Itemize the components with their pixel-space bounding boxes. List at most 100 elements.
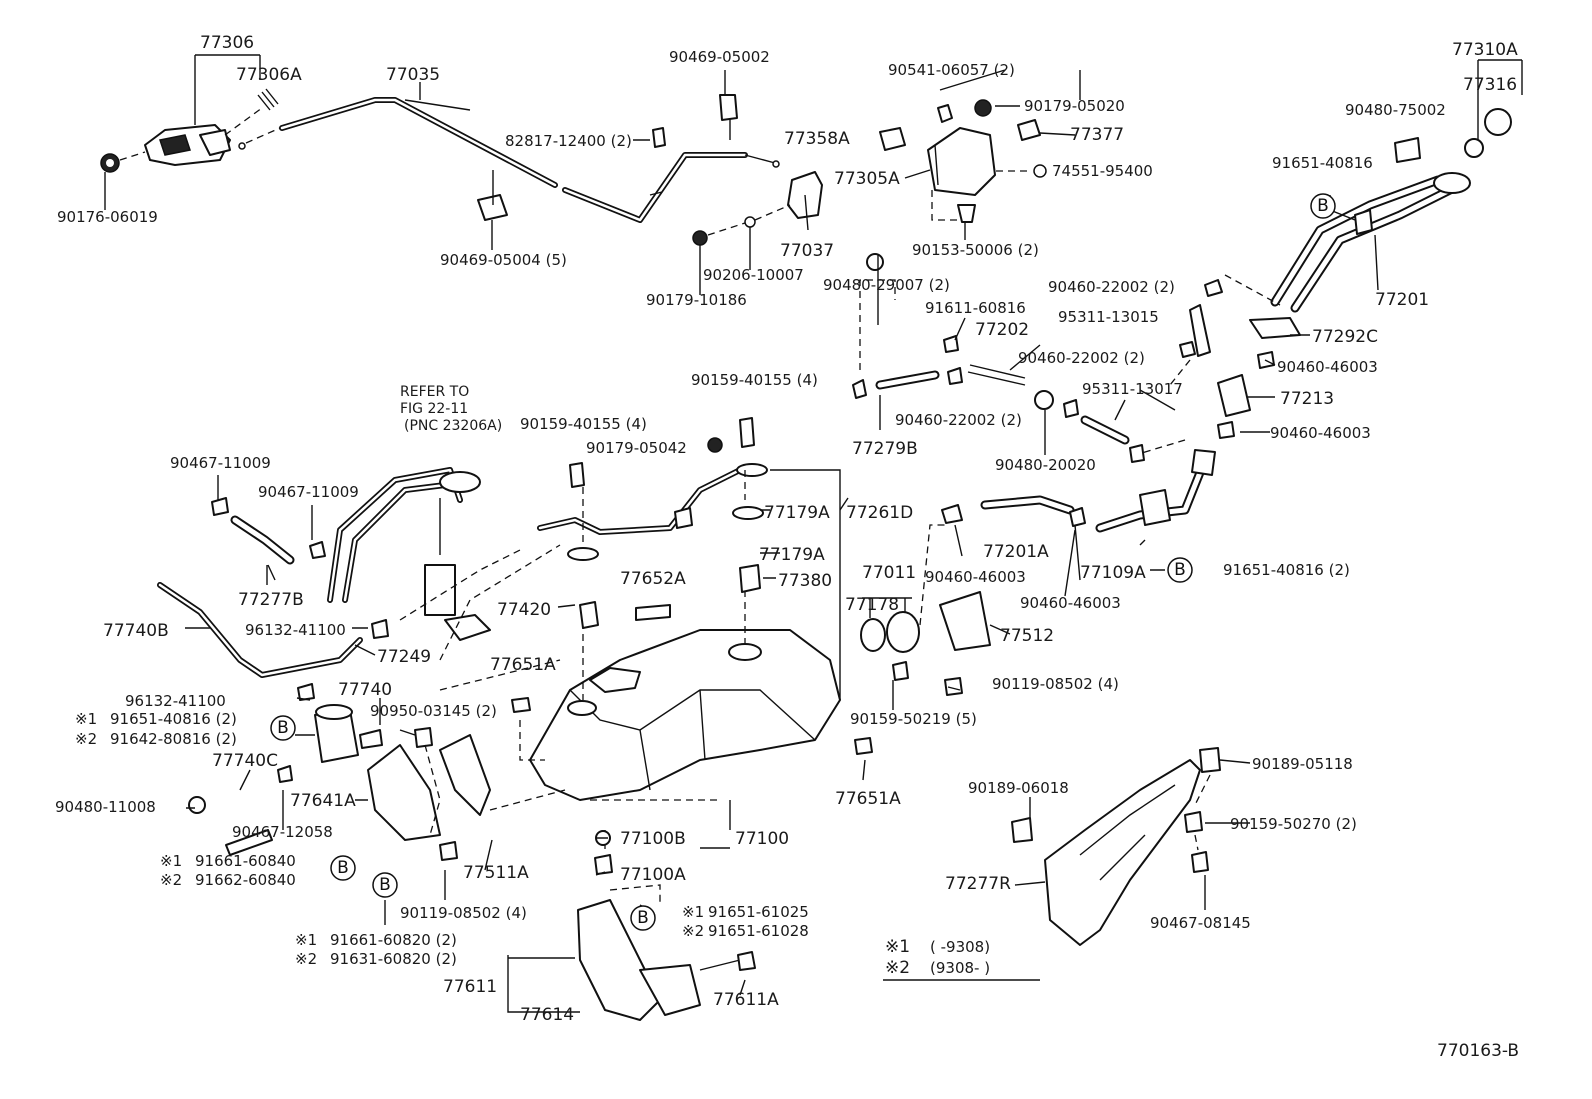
svg-text:B: B [277,718,289,738]
label-90480-11008: 90480-11008 [55,798,156,816]
mark-2-stay: ※2 [682,922,704,940]
label-77179A-b: 77179A [759,545,825,565]
label-91661-60840: 91661-60840 [195,852,296,870]
label-96132-41100-a: 96132-41100 [245,621,346,639]
label-77641A: 77641A [290,791,356,811]
label-77249: 77249 [377,647,431,667]
mark-1-bottom: ※1 [295,931,317,949]
svg-text:B: B [337,858,349,878]
leader-lines [104,69,1379,1013]
svg-text:B: B [379,875,391,895]
label-77740C: 77740C [212,751,278,771]
legend-mark-2: ※2 [885,958,910,978]
label-90179-05020: 90179-05020 [1024,97,1125,115]
label-77201: 77201 [1375,290,1429,310]
label-90159-40155-b: 90159-40155 (4) [520,415,647,433]
label-77740: 77740 [338,680,392,700]
label-90460-22002-a: 90460-22002 (2) [1048,278,1175,296]
charcoal-canister [188,683,383,856]
label-77201A: 77201A [983,542,1049,562]
label-77109A: 77109A [1080,563,1146,583]
label-90541-06057: 90541-06057 (2) [888,61,1015,79]
label-91651-40816: 91651-40816 [1272,154,1373,172]
label-90176-06019: 90176-06019 [57,208,158,226]
label-90467-08145: 90467-08145 [1150,914,1251,932]
filler-connection-parts [860,524,991,696]
label-90159-50219: 90159-50219 (5) [850,710,977,728]
label-90460-46003-d: 90460-46003 [1020,594,1121,612]
label-77614: 77614 [520,1005,574,1025]
label-77035: 77035 [386,65,440,85]
label-90467-12058: 90467-12058 [232,823,333,841]
label-90179-10186: 90179-10186 [646,291,747,309]
label-77100A: 77100A [620,865,686,885]
label-77611A: 77611A [713,990,779,1010]
label-77306A: 77306A [236,65,302,85]
label-77213: 77213 [1280,389,1334,409]
fuel-lid-cable [279,70,823,295]
label-90179-05042: 90179-05042 [586,439,687,457]
filler-neck-assembly [1134,59,1523,456]
label-91642-80816: 91642-80816 (2) [110,730,237,748]
mark-1-shield: ※1 [160,852,182,870]
label-90469-05002: 90469-05002 [669,48,770,66]
label-90189-06018: 90189-06018 [968,779,1069,797]
mark-2-shield: ※2 [160,871,182,889]
label-77277R: 77277R [945,874,1011,894]
label-90153-50006: 90153-50006 (2) [912,241,1039,259]
label-90460-22002-c: 90460-22002 (2) [895,411,1022,429]
label-77011: 77011 [862,563,916,583]
label-77100B: 77100B [620,829,686,849]
date-legend: ※1 ( -9308) ※2 (9308- ) [885,937,990,978]
label-90467-11009-b: 90467-11009 [258,483,359,501]
label-77316: 77316 [1463,75,1517,95]
part-labels: 77306 77306A 77035 90176-06019 90469-050… [55,33,1518,1025]
fender-liner [1011,747,1221,946]
protector-plates [367,727,756,1021]
label-77179A-a: 77179A [764,503,830,523]
mark-1-canister: ※1 [75,710,97,728]
label-90460-46003-b: 90460-46003 [1270,424,1371,442]
label-91611-60816: 91611-60816 [925,299,1026,317]
label-91662-60840: 91662-60840 [195,871,296,889]
label-91651-61025: 91651-61025 [708,903,809,921]
label-77420: 77420 [497,600,551,620]
label-77651A-a: 77651A [490,655,556,675]
figure-id: 770163-B [1437,1041,1519,1061]
label-96132-41100-b: 96132-41100 [125,692,226,710]
label-91651-40816-2: 91651-40816 (2) [1223,561,1350,579]
label-77292C: 77292C [1312,327,1378,347]
label-77277B: 77277B [238,590,304,610]
reference-line-1: REFER TO [400,384,469,400]
callout-b-5: B [372,872,398,898]
callout-b-6: B [630,905,656,931]
label-90469-05004: 90469-05004 (5) [440,251,567,269]
label-77178: 77178 [845,595,899,615]
label-90480-75002: 90480-75002 [1345,101,1446,119]
label-90159-50270: 90159-50270 (2) [1230,815,1357,833]
callout-b-3: B [270,715,296,741]
label-91631-60820: 91631-60820 (2) [330,950,457,968]
label-91651-40816-m: 91651-40816 (2) [110,710,237,728]
svg-text:B: B [1317,196,1329,216]
mark-2-bottom: ※2 [295,950,317,968]
label-77202: 77202 [975,320,1029,340]
callout-b-1: B [1310,193,1336,219]
mark-1-stay: ※1 [682,903,704,921]
label-77279B: 77279B [852,439,918,459]
fuel-pump-assembly [157,467,561,691]
label-77377: 77377 [1070,125,1124,145]
label-77651A-b: 77651A [835,789,901,809]
label-77358A: 77358A [784,129,850,149]
label-90206-10007: 90206-10007 [703,266,804,284]
label-77740B: 77740B [103,621,169,641]
label-90950-03145: 90950-03145 (2) [370,702,497,720]
vent-hoses [852,253,1216,533]
svg-text:B: B [1174,560,1186,580]
label-82817-12400: 82817-12400 (2) [505,132,632,150]
callout-markers: B B B B B B [270,193,1336,931]
lid-lock-assembly [100,54,281,173]
reference-line-2: FIG 22-11 [400,401,468,417]
reference-line-3: (PNC 23206A) [404,418,502,434]
